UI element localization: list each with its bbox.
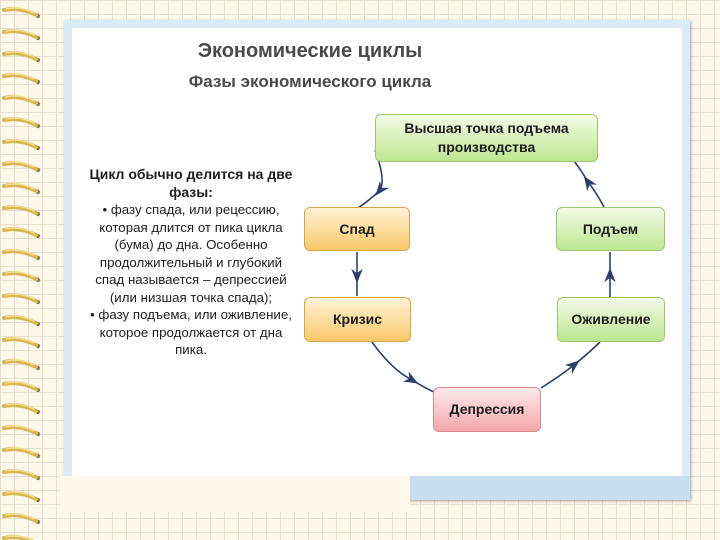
binding-ring xyxy=(2,337,41,349)
description-text: Цикл обычно делится на две фазы: • фазу … xyxy=(84,166,298,359)
spiral-binding xyxy=(2,7,41,540)
description-heading: Цикл обычно делится на две фазы: xyxy=(89,166,293,200)
binding-ring xyxy=(2,227,41,239)
slide-bottom-overlay xyxy=(60,476,410,512)
binding-ring xyxy=(2,293,41,305)
binding-ring xyxy=(2,139,41,151)
slide-content-area xyxy=(72,28,682,483)
binding-ring xyxy=(2,183,41,195)
binding-ring xyxy=(2,425,41,437)
description-body-1: • фазу спада, или рецессию, которая длит… xyxy=(95,202,287,305)
node-crisis: Кризис xyxy=(304,297,411,342)
binding-ring xyxy=(2,403,41,415)
node-revival: Оживление xyxy=(557,297,665,342)
node-peak: Высшая точка подъема производства xyxy=(375,114,598,162)
binding-ring xyxy=(2,249,41,261)
binding-ring xyxy=(2,381,41,393)
slide-frame xyxy=(64,20,690,500)
binding-ring xyxy=(2,73,41,85)
binding-ring xyxy=(2,51,41,63)
binding-ring xyxy=(2,29,41,41)
binding-ring xyxy=(2,161,41,173)
binding-ring xyxy=(2,271,41,283)
binding-ring xyxy=(2,447,41,459)
arrow-peak-to-decline xyxy=(357,149,389,209)
node-depression: Депрессия xyxy=(433,387,541,432)
arrow-rise-to-peak xyxy=(569,155,605,208)
arrow-depression-to-revival xyxy=(540,341,601,389)
binding-ring xyxy=(2,469,41,481)
binding-ring xyxy=(2,359,41,371)
node-decline: Спад xyxy=(304,207,410,251)
binding-ring xyxy=(2,7,41,19)
slide-title: Экономические циклы xyxy=(197,40,423,62)
binding-ring xyxy=(2,117,41,129)
binding-ring xyxy=(2,95,41,107)
node-rise: Подъем xyxy=(556,207,665,251)
binding-ring xyxy=(2,513,41,525)
arrow-crisis-to-depression xyxy=(371,341,435,393)
binding-ring xyxy=(2,205,41,217)
description-body-2: • фазу подъема, или оживление, которое п… xyxy=(90,307,292,357)
binding-ring xyxy=(2,315,41,327)
binding-ring xyxy=(2,491,41,503)
slide-subtitle: Фазы экономического цикла xyxy=(188,72,432,91)
